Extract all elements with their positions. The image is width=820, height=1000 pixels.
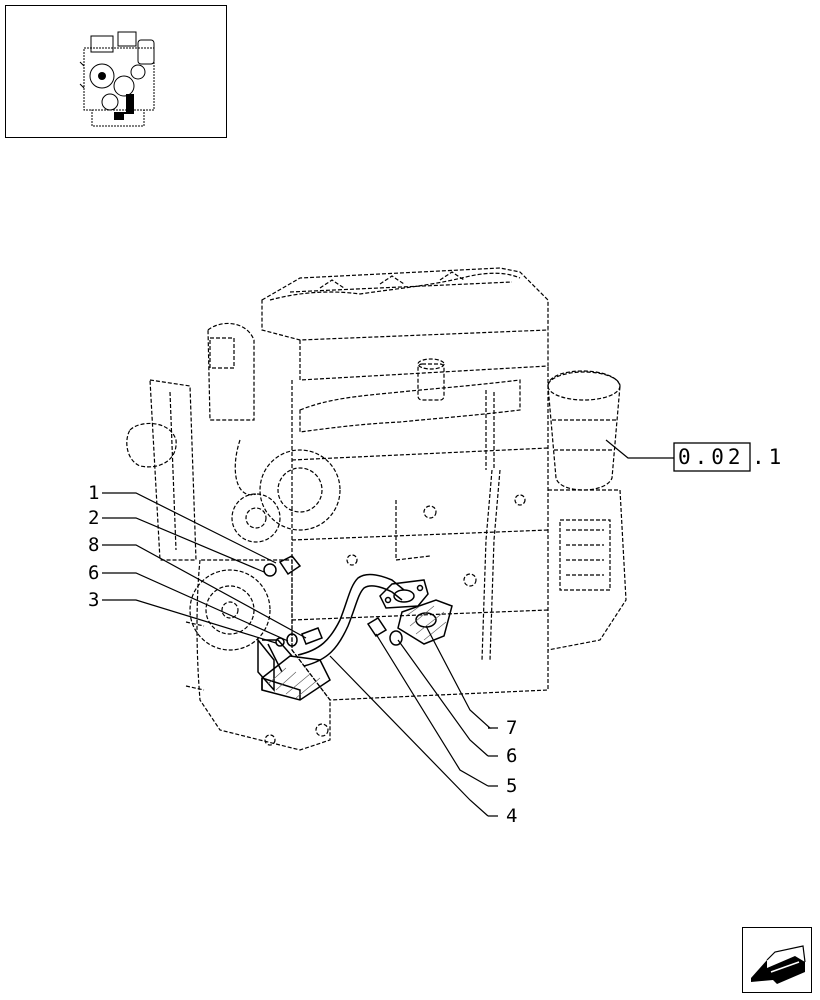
engine-locator-thumbnail xyxy=(5,5,227,138)
callout-7: 7 xyxy=(506,717,517,739)
callout-8: 8 xyxy=(88,534,99,556)
callout-6-left: 6 xyxy=(88,562,99,584)
engine-block-outline xyxy=(126,267,627,751)
callout-2: 2 xyxy=(88,507,99,529)
previous-page-button[interactable] xyxy=(742,927,812,993)
callout-6-right: 6 xyxy=(506,745,517,767)
callout-labels: 1 2 8 6 3 7 6 5 4 xyxy=(88,482,517,827)
callout-4: 4 xyxy=(506,805,517,827)
leader-lines xyxy=(102,439,674,817)
pickup-hatch xyxy=(267,667,321,699)
oil-pipe-assembly xyxy=(257,555,453,701)
callout-3: 3 xyxy=(88,589,99,611)
callout-5: 5 xyxy=(506,775,517,797)
previous-page-arrow-icon xyxy=(751,945,806,984)
cross-reference-box xyxy=(673,442,751,472)
engine-locator-thumbnail-icon xyxy=(79,31,155,127)
cross-reference-boxed-number: 0.02 xyxy=(678,445,745,469)
cross-reference-suffix: .1 xyxy=(752,445,785,469)
callout-1: 1 xyxy=(88,482,99,504)
cross-reference[interactable]: 0.02 .1 xyxy=(673,442,785,472)
gasket-hatch xyxy=(405,605,447,641)
